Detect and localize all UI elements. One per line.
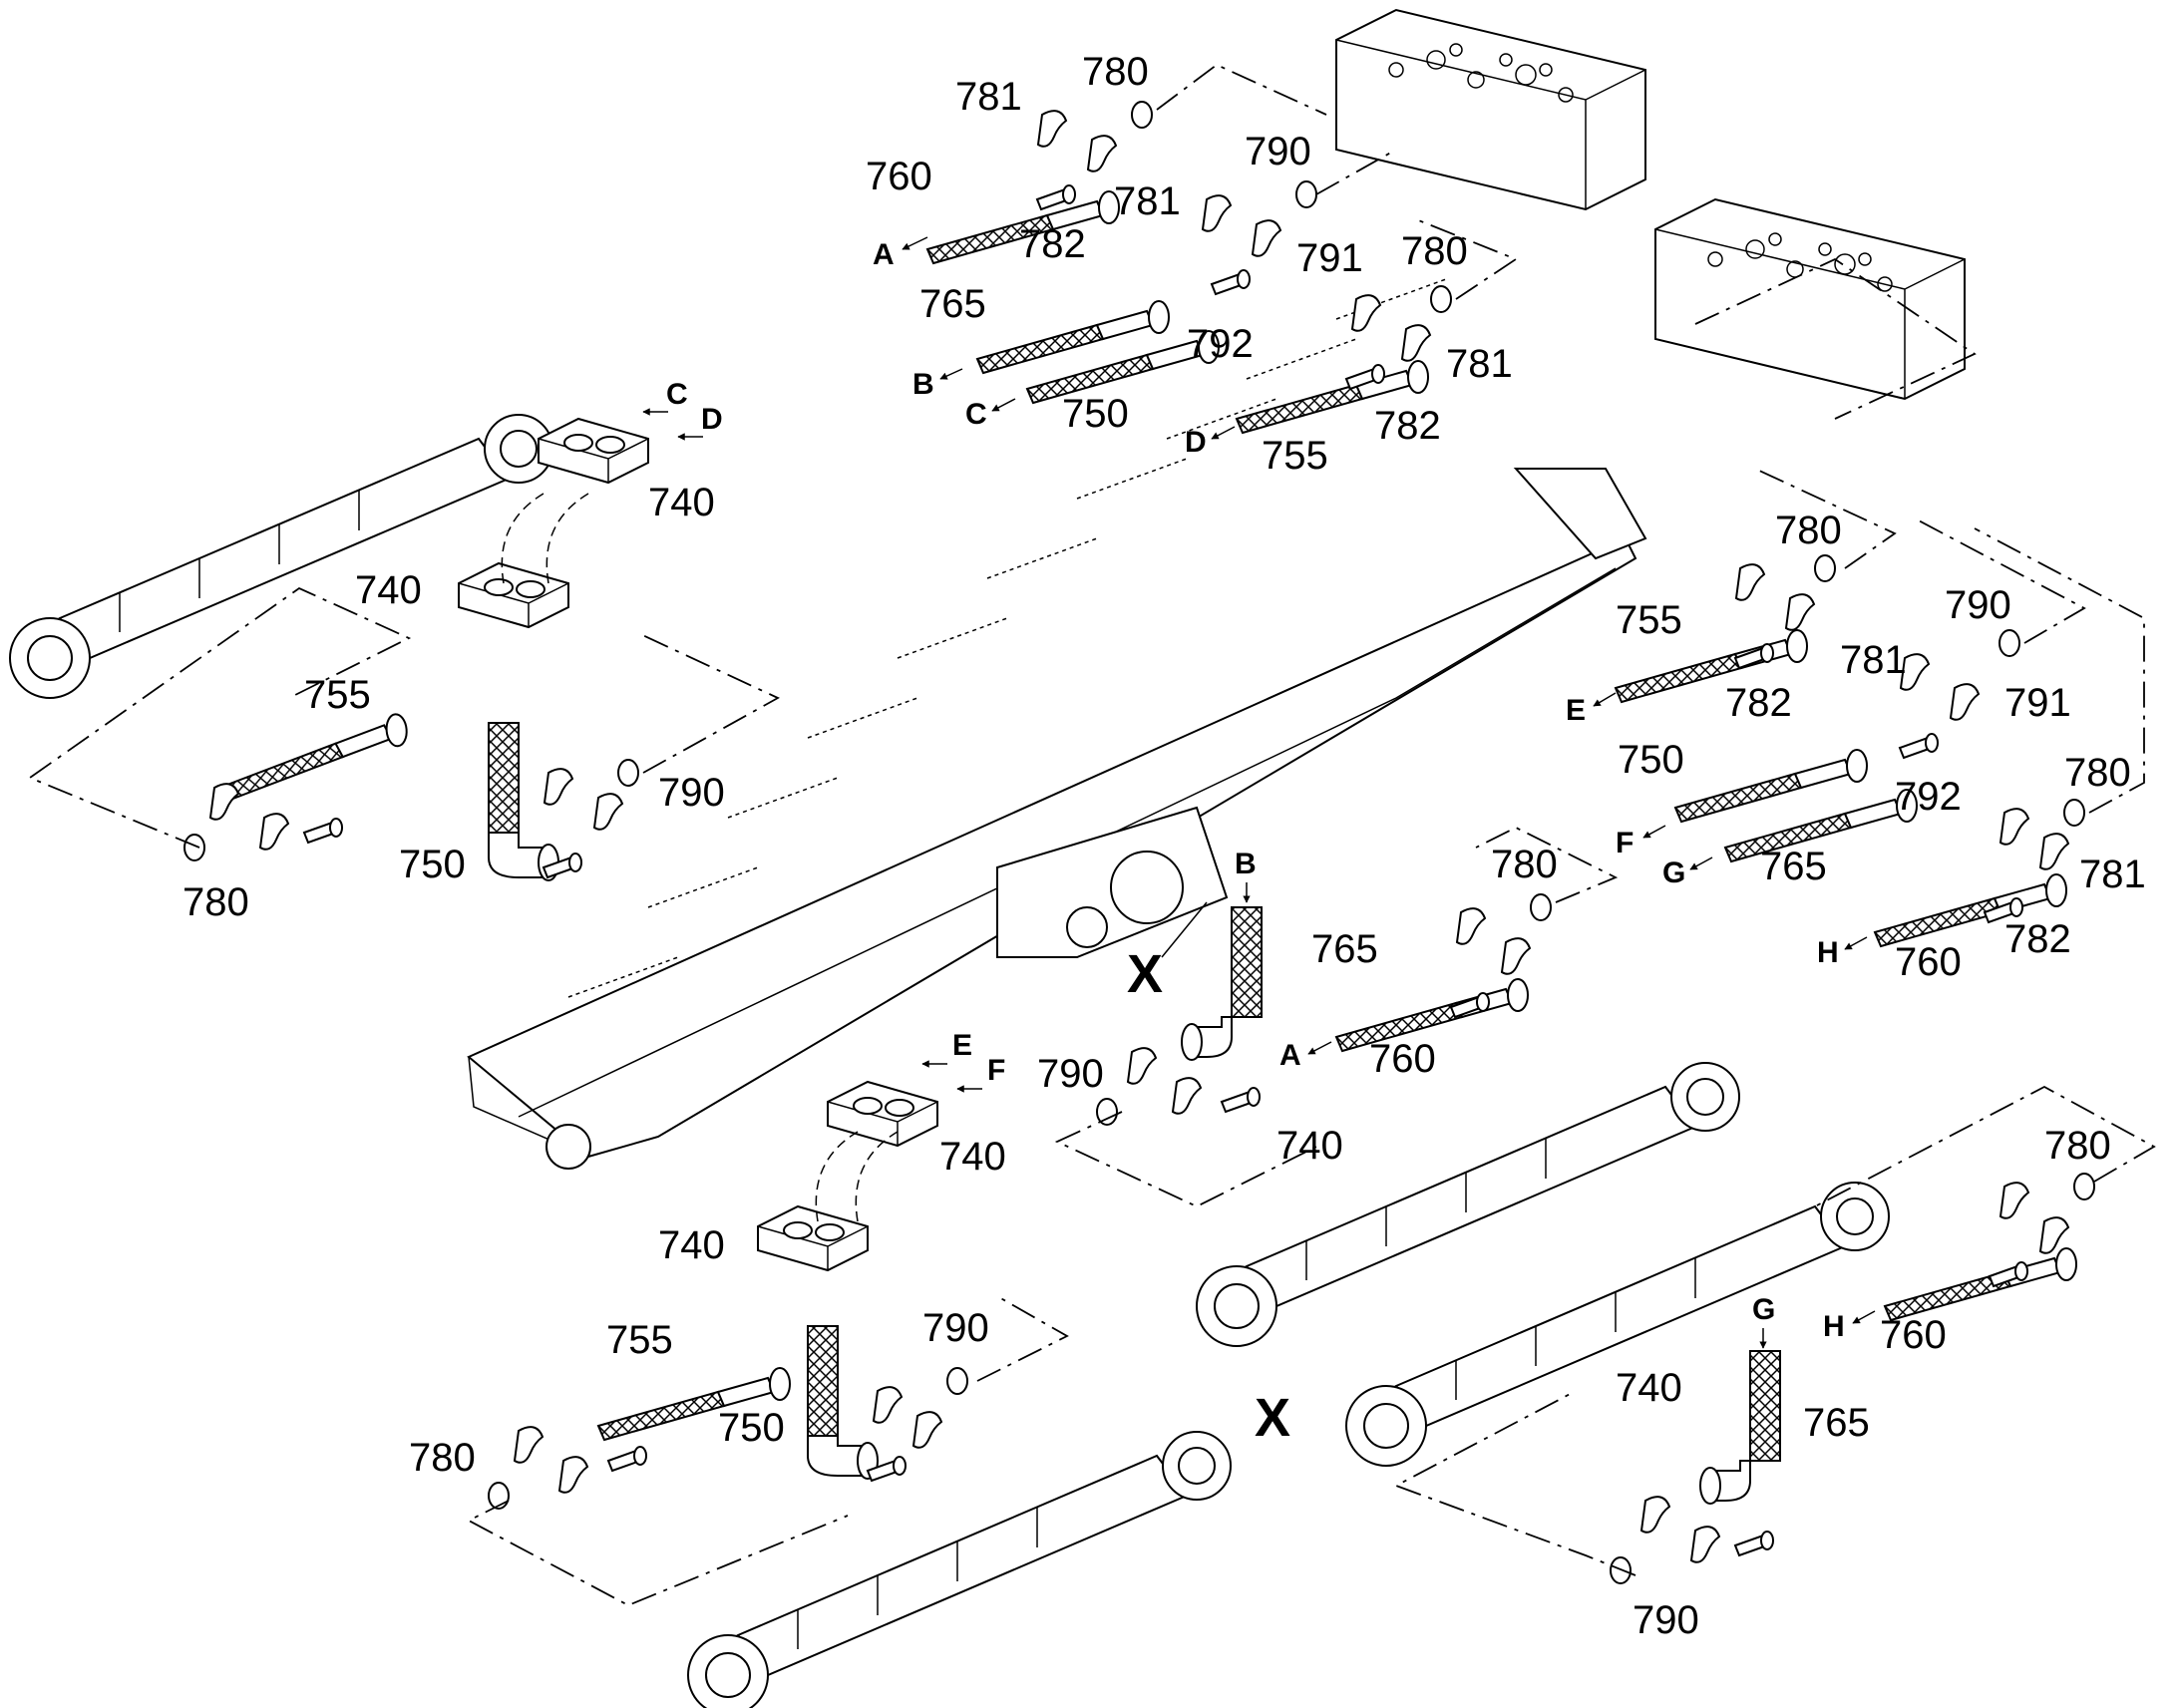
label-740: 740 [939,1135,1006,1179]
label-750: 750 [1618,738,1684,782]
letter-G: G [1662,856,1685,889]
label-790: 790 [1037,1052,1104,1096]
letter-E: E [1566,694,1586,727]
label-781: 781 [1114,179,1181,223]
label-755: 755 [1262,434,1328,478]
label-760: 760 [1880,1313,1947,1357]
label-781: 781 [955,75,1022,119]
connection-lines [28,63,2156,1606]
label-750: 750 [1062,392,1129,436]
part-number-labels: 780 781 760 781 790 782 791 780 765 792 … [182,50,2146,1642]
label-780: 780 [409,1436,476,1480]
label-790: 790 [658,771,725,815]
label-755: 755 [304,673,371,717]
label-791: 791 [2004,681,2071,725]
hose-brackets [567,278,1447,998]
hose-755-left [212,712,413,803]
letter-A: A [873,238,895,271]
label-740: 740 [1616,1366,1682,1410]
label-760: 760 [866,155,932,198]
label-780: 780 [2044,1124,2111,1168]
elbow-hose-765-mid [1181,906,1263,1061]
cylinder-left [9,414,553,699]
label-780: 780 [1082,50,1149,94]
label-790: 790 [922,1306,989,1350]
hose-760-lower [1884,1247,2077,1321]
label-760: 760 [1895,940,1962,984]
label-755: 755 [606,1318,673,1362]
label-740: 740 [648,481,715,524]
letter-G: G [1752,1293,1775,1326]
label-765: 765 [1311,927,1378,971]
label-790: 790 [1633,1598,1699,1642]
label-790: 790 [1245,130,1311,173]
label-765: 765 [919,282,986,326]
label-760: 760 [1369,1037,1436,1081]
view-marker-x: X [1127,944,1163,1004]
letter-F: F [987,1054,1005,1087]
view-markers: X X [1127,901,1290,1448]
label-781: 781 [2079,853,2146,896]
letter-D: D [1185,426,1207,459]
label-740: 740 [658,1223,725,1267]
label-780: 780 [182,880,249,924]
label-780: 780 [1401,229,1468,273]
elbow-hose-750-bottom [807,1325,879,1480]
label-781: 781 [1840,638,1907,682]
letter-A: A [1279,1039,1301,1072]
label-780: 780 [1775,509,1842,552]
label-765: 765 [1760,845,1827,888]
label-782: 782 [1374,404,1441,448]
hose-750-right [1674,749,1868,823]
valve-block-right [1654,198,1966,400]
cylinder-bottom [687,1431,1232,1708]
label-740: 740 [1276,1124,1343,1168]
label-781: 781 [1446,342,1513,386]
connection-letters: A B C D C D E F G H B A E F H G [642,236,1876,1349]
label-792: 792 [1187,322,1254,366]
letter-H: H [1823,1310,1845,1343]
label-792: 792 [1895,775,1962,819]
label-782: 782 [1725,681,1792,725]
view-marker-x: X [1255,1388,1290,1448]
label-755: 755 [1616,598,1682,642]
label-791: 791 [1296,236,1363,280]
letter-H: H [1817,936,1839,969]
label-780: 780 [2064,751,2131,795]
label-750: 750 [399,843,466,886]
letter-B: B [1235,848,1257,880]
o-rings [183,101,2095,1584]
letter-F: F [1616,827,1634,859]
clamp-740-upper [538,418,649,484]
label-750: 750 [718,1406,785,1450]
letter-C: C [965,398,987,431]
label-782: 782 [2004,917,2071,961]
clamp-740-lower [458,562,569,628]
clamp-740-mid-upper [827,1081,938,1147]
valve-block-top [1335,9,1646,210]
label-790: 790 [1945,583,2011,627]
label-780: 780 [1491,843,1558,886]
letter-C: C [666,378,688,411]
label-782: 782 [1019,222,1086,266]
letter-B: B [912,368,934,401]
letter-D: D [701,403,723,436]
letter-E: E [952,1029,972,1062]
label-765: 765 [1803,1401,1870,1445]
label-740: 740 [355,568,422,612]
elbow-hose-765-lower [1699,1350,1781,1505]
clamp-740-mid-lower [757,1205,869,1271]
boom-assembly [467,468,1647,1170]
